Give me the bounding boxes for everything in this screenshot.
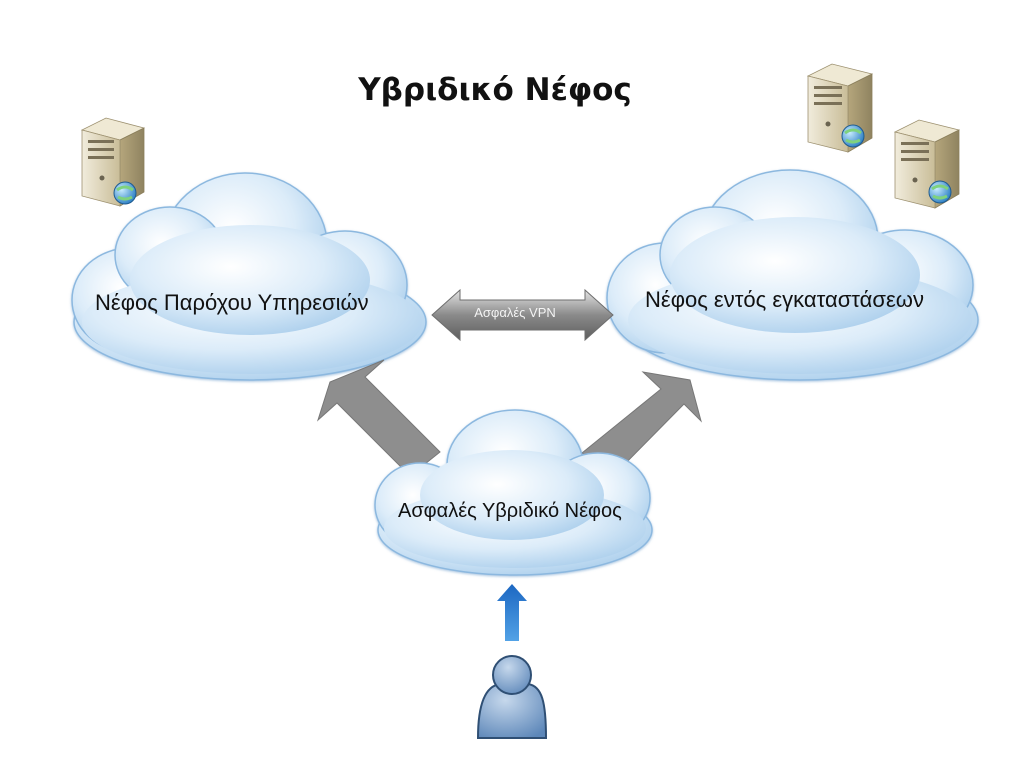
vpn-double-arrow [431, 288, 614, 342]
diagram-title: Υβριδικό Νέφος [358, 72, 632, 108]
onprem-cloud-label: Νέφος εντός εγκαταστάσεων [645, 287, 924, 312]
user-arrow-up [497, 584, 527, 641]
provider-cloud-label: Νέφος Παρόχου Υπηρεσιών [95, 290, 369, 315]
vpn-link-label: Ασφαλές VPN [474, 305, 556, 320]
arrow-to-provider [316, 359, 441, 477]
globe-icon [928, 180, 952, 204]
secure-hybrid-cloud [374, 409, 653, 576]
provider-cloud [71, 172, 427, 381]
server-icon [893, 119, 961, 209]
secure-hybrid-cloud-label: Ασφαλές Υβριδικό Νέφος [398, 500, 622, 522]
user-icon [476, 655, 548, 739]
onprem-cloud [606, 169, 979, 381]
globe-icon [841, 124, 865, 148]
server-icon [806, 63, 874, 153]
globe-icon [113, 181, 137, 205]
